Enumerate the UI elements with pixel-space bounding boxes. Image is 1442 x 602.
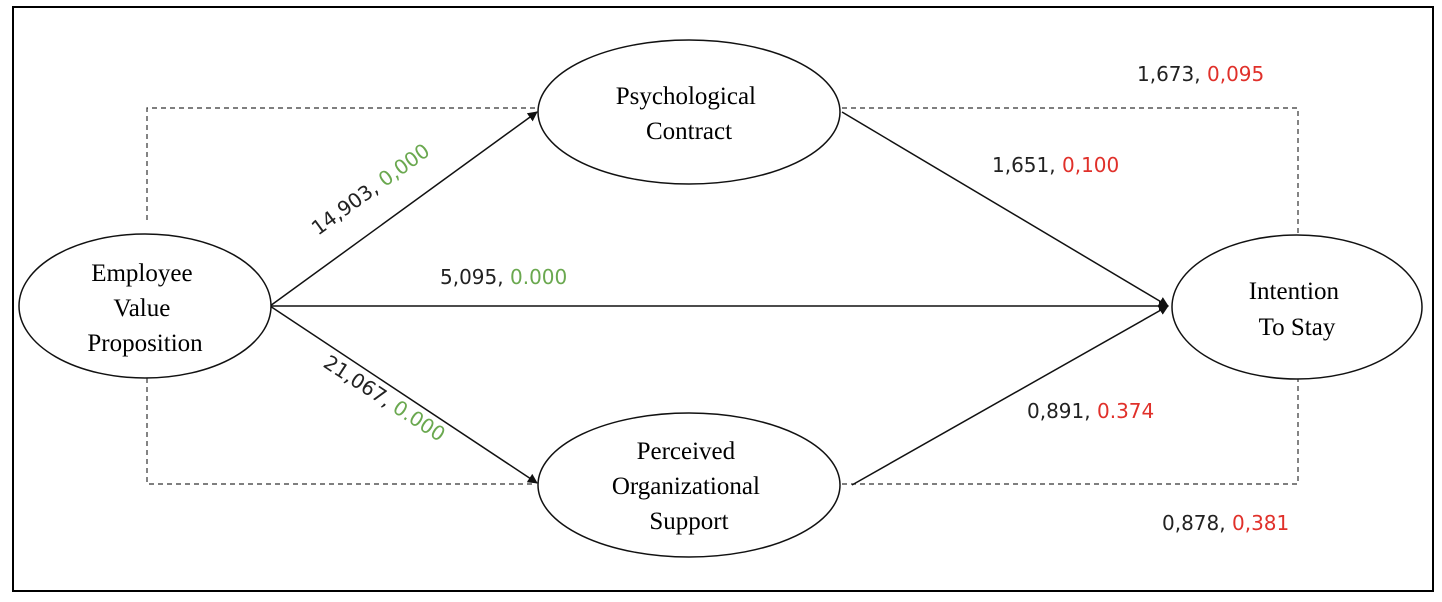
label-indirect-lower: 0,878, 0,381: [1162, 511, 1289, 535]
arrow-evp-to-pc: [269, 111, 538, 307]
label-stat: 21,067,: [319, 350, 396, 412]
node-label-line: Intention: [1249, 278, 1340, 305]
node-label-line: Organizational: [612, 473, 760, 500]
arrow-pos-to-its: [851, 305, 1169, 486]
label-evp-its: 5,095, 0.000: [440, 265, 567, 289]
node-label-line: To Stay: [1259, 314, 1336, 341]
node-intention-to-stay: Intention To Stay: [1171, 234, 1423, 380]
arrow-pc-to-its: [841, 111, 1169, 307]
svg-text:Perceived Organizational: Perceived Organizational Support: [612, 438, 766, 535]
label-p-value: 0,000: [374, 138, 434, 191]
indirect-path-lower: [146, 375, 1299, 485]
node-label-line: Support: [649, 508, 728, 535]
label-stat: 0,891,: [1027, 399, 1091, 423]
svg-text:Psychological Contract: Psychological Contract: [616, 83, 763, 145]
label-p-value: 0,381: [1232, 511, 1289, 535]
label-pc-its: 1,651, 0,100: [992, 153, 1119, 177]
node-employee-value-proposition: Employee Value Proposition: [18, 233, 272, 379]
node-label-line: Perceived: [637, 438, 736, 465]
label-p-value: 0.000: [510, 265, 567, 289]
label-evp-pos: 21,067, 0.000: [319, 350, 449, 446]
svg-text:Employee Value Pro: Employee Value Proposition: [87, 260, 203, 357]
node-label-line: Proposition: [87, 330, 203, 357]
arrow-evp-to-pos: [269, 305, 538, 484]
diagram-frame: [12, 6, 1434, 592]
node-label-line: Value: [113, 295, 170, 322]
svg-text:Intention To Stay: Intention To Stay: [1249, 278, 1346, 341]
label-indirect-upper: 1,673, 0,095: [1137, 62, 1264, 86]
label-p-value: 0,100: [1062, 153, 1119, 177]
label-p-value: 0.374: [1097, 399, 1154, 423]
node-psychological-contract: Psychological Contract: [537, 39, 841, 185]
node-perceived-organizational-support: Perceived Organizational Support: [537, 412, 841, 558]
label-p-value: 0.000: [389, 395, 450, 446]
label-stat: 1,651,: [992, 153, 1056, 177]
label-p-value: 0,095: [1207, 62, 1264, 86]
node-label-line: Employee: [91, 260, 192, 287]
label-stat: 5,095,: [440, 265, 504, 289]
label-evp-pc: 14,903, 0,000: [307, 138, 434, 240]
label-stat: 14,903,: [307, 176, 383, 240]
label-stat: 0,878,: [1162, 511, 1226, 535]
label-pos-its: 0,891, 0.374: [1027, 399, 1154, 423]
indirect-path-upper: [146, 107, 1299, 238]
label-stat: 1,673,: [1137, 62, 1201, 86]
node-label-line: Contract: [646, 118, 732, 145]
node-label-line: Psychological: [616, 83, 756, 110]
